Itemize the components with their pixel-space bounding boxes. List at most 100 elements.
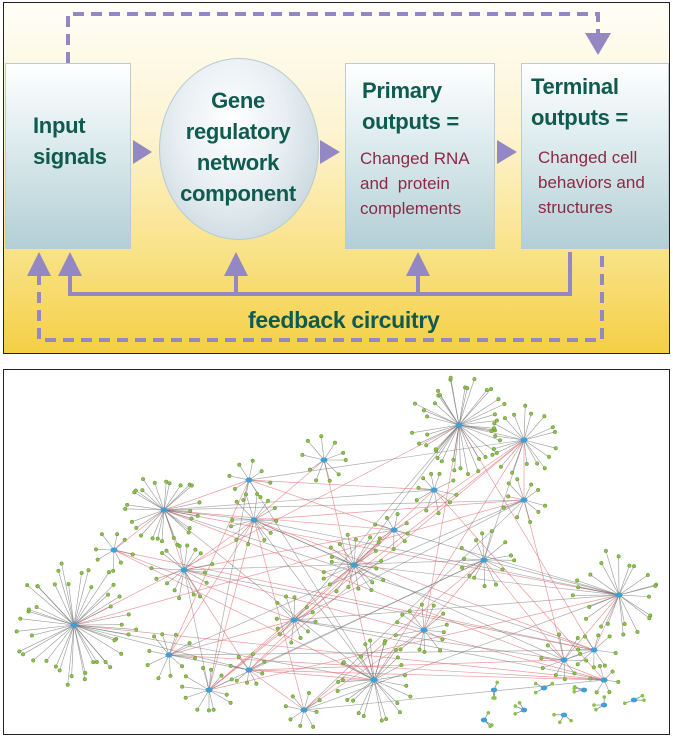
spoke-edge [458,424,461,469]
leaf-node [419,602,424,607]
leaf-node [241,498,246,503]
leaf-node [185,543,190,548]
leaf-node [373,522,378,527]
spoke-edge [523,439,538,464]
leaf-node [395,701,400,706]
leaf-node [607,634,612,639]
leaf-node [91,660,96,665]
spoke-edge [577,649,595,665]
spoke-edge [73,596,120,626]
spoke-edge [20,618,75,626]
leaf-node [501,505,506,510]
spoke-edge [453,424,460,460]
leaf-node [599,561,604,566]
spoke-edge [28,611,75,626]
spoke-edge [618,565,630,596]
spoke-edge [163,484,190,511]
leaf-node [232,486,237,491]
spoke-edge [156,569,185,580]
leaf-node [523,403,528,408]
leaf-node [59,561,64,566]
leaf-node [512,412,517,417]
leaf-node [587,604,592,609]
leaf-node [234,678,239,683]
leaf-node [155,536,160,541]
leaf-node [492,426,497,431]
spoke-edge [435,424,460,450]
spoke-edge [168,654,196,659]
leaf-node [177,544,182,549]
network-edge [168,479,250,656]
spoke-edge [253,519,277,522]
spoke-edge [112,549,115,571]
spoke-edge [504,417,525,441]
leaf-node [482,584,487,589]
leaf-node [491,696,495,700]
spoke-edge [337,679,375,692]
spoke-edge [161,552,185,571]
spoke-edge [307,440,325,461]
leaf-node [346,584,351,589]
leaf-node [552,712,556,717]
spoke-edge [27,584,75,626]
spoke-edge [605,550,620,596]
spoke-edge [168,642,190,656]
leaf-node [465,386,470,391]
leaf-node [164,548,169,553]
network-edge [168,499,525,656]
leaf-node [234,499,239,504]
terminal-outputs-box [521,63,669,249]
spoke-edge [230,519,255,527]
spoke-edge [73,624,129,635]
spoke-edge [22,624,75,655]
leaf-node [488,724,492,729]
spoke-edge [185,689,210,699]
leaf-node [183,695,188,700]
leaf-node [528,520,533,525]
spoke-edge [542,659,565,669]
leaf-node [172,588,177,593]
spoke-edge [563,659,566,680]
spoke-edge [433,473,440,491]
leaf-node [460,565,465,570]
spoke-edge [125,508,165,511]
leaf-node [108,604,113,609]
leaf-node [18,616,23,621]
leaf-node [536,487,541,492]
leaf-node [189,516,194,521]
spoke-edge [475,540,485,561]
leaf-node [25,583,30,588]
leaf-node [358,654,363,659]
hub-node [490,687,498,693]
spoke-edge [19,624,75,652]
leaf-node [277,632,282,637]
spoke-edge [101,533,115,551]
leaf-node [653,583,658,588]
spoke-edge [323,564,355,573]
leaf-node [129,519,134,524]
leaf-node [377,536,382,541]
hub-node [600,702,608,708]
leaf-node [197,500,202,505]
spoke-edge [253,519,271,534]
leaf-node [557,632,562,637]
spoke-edge [483,555,512,561]
spoke-edge [185,676,210,691]
spoke-edge [469,559,485,576]
network-edge [253,499,525,521]
network-edge [208,519,255,691]
leaf-node [189,483,194,488]
leaf-node [506,494,511,499]
leaf-node [164,479,169,484]
spoke-edge [163,483,170,511]
spoke-edge [142,489,165,511]
leaf-node [107,570,112,575]
leaf-node [317,698,322,703]
spoke-edge [353,564,384,581]
network-edge [113,549,295,621]
network-graph [14,375,659,729]
spoke-edge [441,424,460,462]
leaf-node [440,637,445,642]
leaf-node [492,412,497,417]
network-edge [183,529,395,571]
